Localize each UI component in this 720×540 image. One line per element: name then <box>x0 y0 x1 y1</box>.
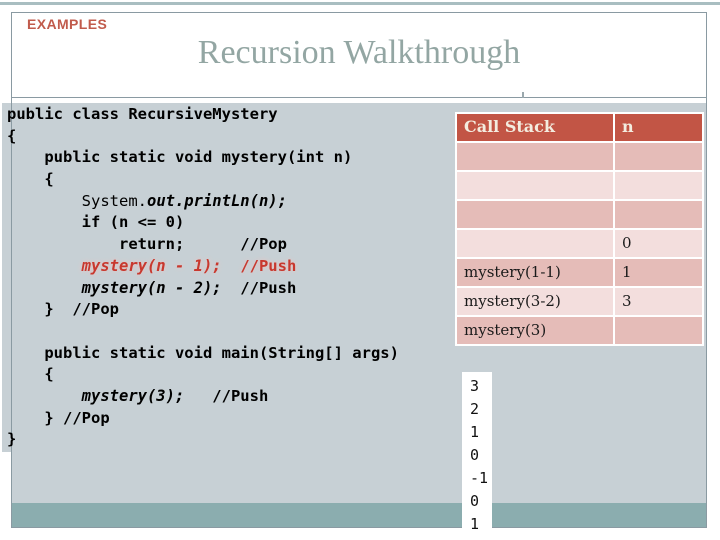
code-line: { <box>7 126 17 145</box>
table-cell-call-stack <box>457 172 613 199</box>
table-cell-call-stack <box>457 201 613 228</box>
code-line: mystery(n - 1); //Push <box>81 256 297 275</box>
code-line: System.out.printLn(n); <box>81 191 287 210</box>
code-block: public class RecursiveMystery { public st… <box>7 104 399 451</box>
code-panel-background <box>2 103 445 452</box>
table-cell-call-stack <box>457 230 613 257</box>
code-line <box>7 321 399 343</box>
code-line: } //Pop <box>7 408 110 427</box>
table-cell-n: 3 <box>615 288 702 315</box>
code-line: public class RecursiveMystery <box>7 105 278 123</box>
header-divider-line <box>11 97 707 98</box>
table-cell-n <box>615 172 702 199</box>
table-cell-n <box>615 317 702 344</box>
slide-title: Recursion Walkthrough <box>197 34 521 71</box>
header-divider-tick <box>522 92 524 98</box>
table-header-call-stack: Call Stack <box>457 114 613 141</box>
table-header-n: n <box>615 114 702 141</box>
table-cell-n: 1 <box>615 259 702 286</box>
code-line: } //Pop <box>7 300 119 319</box>
code-line: public static void mystery(int n) <box>7 148 353 167</box>
console-value: 0 <box>470 446 480 464</box>
console-value: 2 <box>470 400 480 418</box>
table-cell-n: 0 <box>615 230 702 257</box>
code-line: mystery(3); //Push <box>81 386 269 405</box>
console-value: 1 <box>470 423 480 441</box>
console-output: 3 2 1 0 -1 0 1 <box>462 372 492 537</box>
code-line: return; //Pop <box>7 235 287 254</box>
table-cell-call-stack <box>457 143 613 170</box>
slide-kicker: EXAMPLES <box>27 16 108 32</box>
table-cell-call-stack: mystery(1-1) <box>457 259 613 286</box>
code-line: mystery(n - 2); //Push <box>81 278 297 297</box>
top-accent-line <box>0 2 720 5</box>
console-value: 3 <box>470 377 480 395</box>
table-cell-call-stack: mystery(3-2) <box>457 288 613 315</box>
bottom-strip <box>11 503 707 528</box>
table-cell-n <box>615 143 702 170</box>
table-cell-call-stack: mystery(3) <box>457 317 613 344</box>
code-line: public static void main(String[] args) <box>7 343 399 362</box>
code-line: if (n <= 0) <box>7 213 185 232</box>
code-line: { <box>7 170 54 189</box>
code-line: { <box>7 365 54 384</box>
console-value: -1 <box>470 469 489 487</box>
console-value: 0 <box>470 492 480 510</box>
code-line: } <box>7 430 17 449</box>
table-cell-n <box>615 201 702 228</box>
console-value: 1 <box>470 515 480 533</box>
